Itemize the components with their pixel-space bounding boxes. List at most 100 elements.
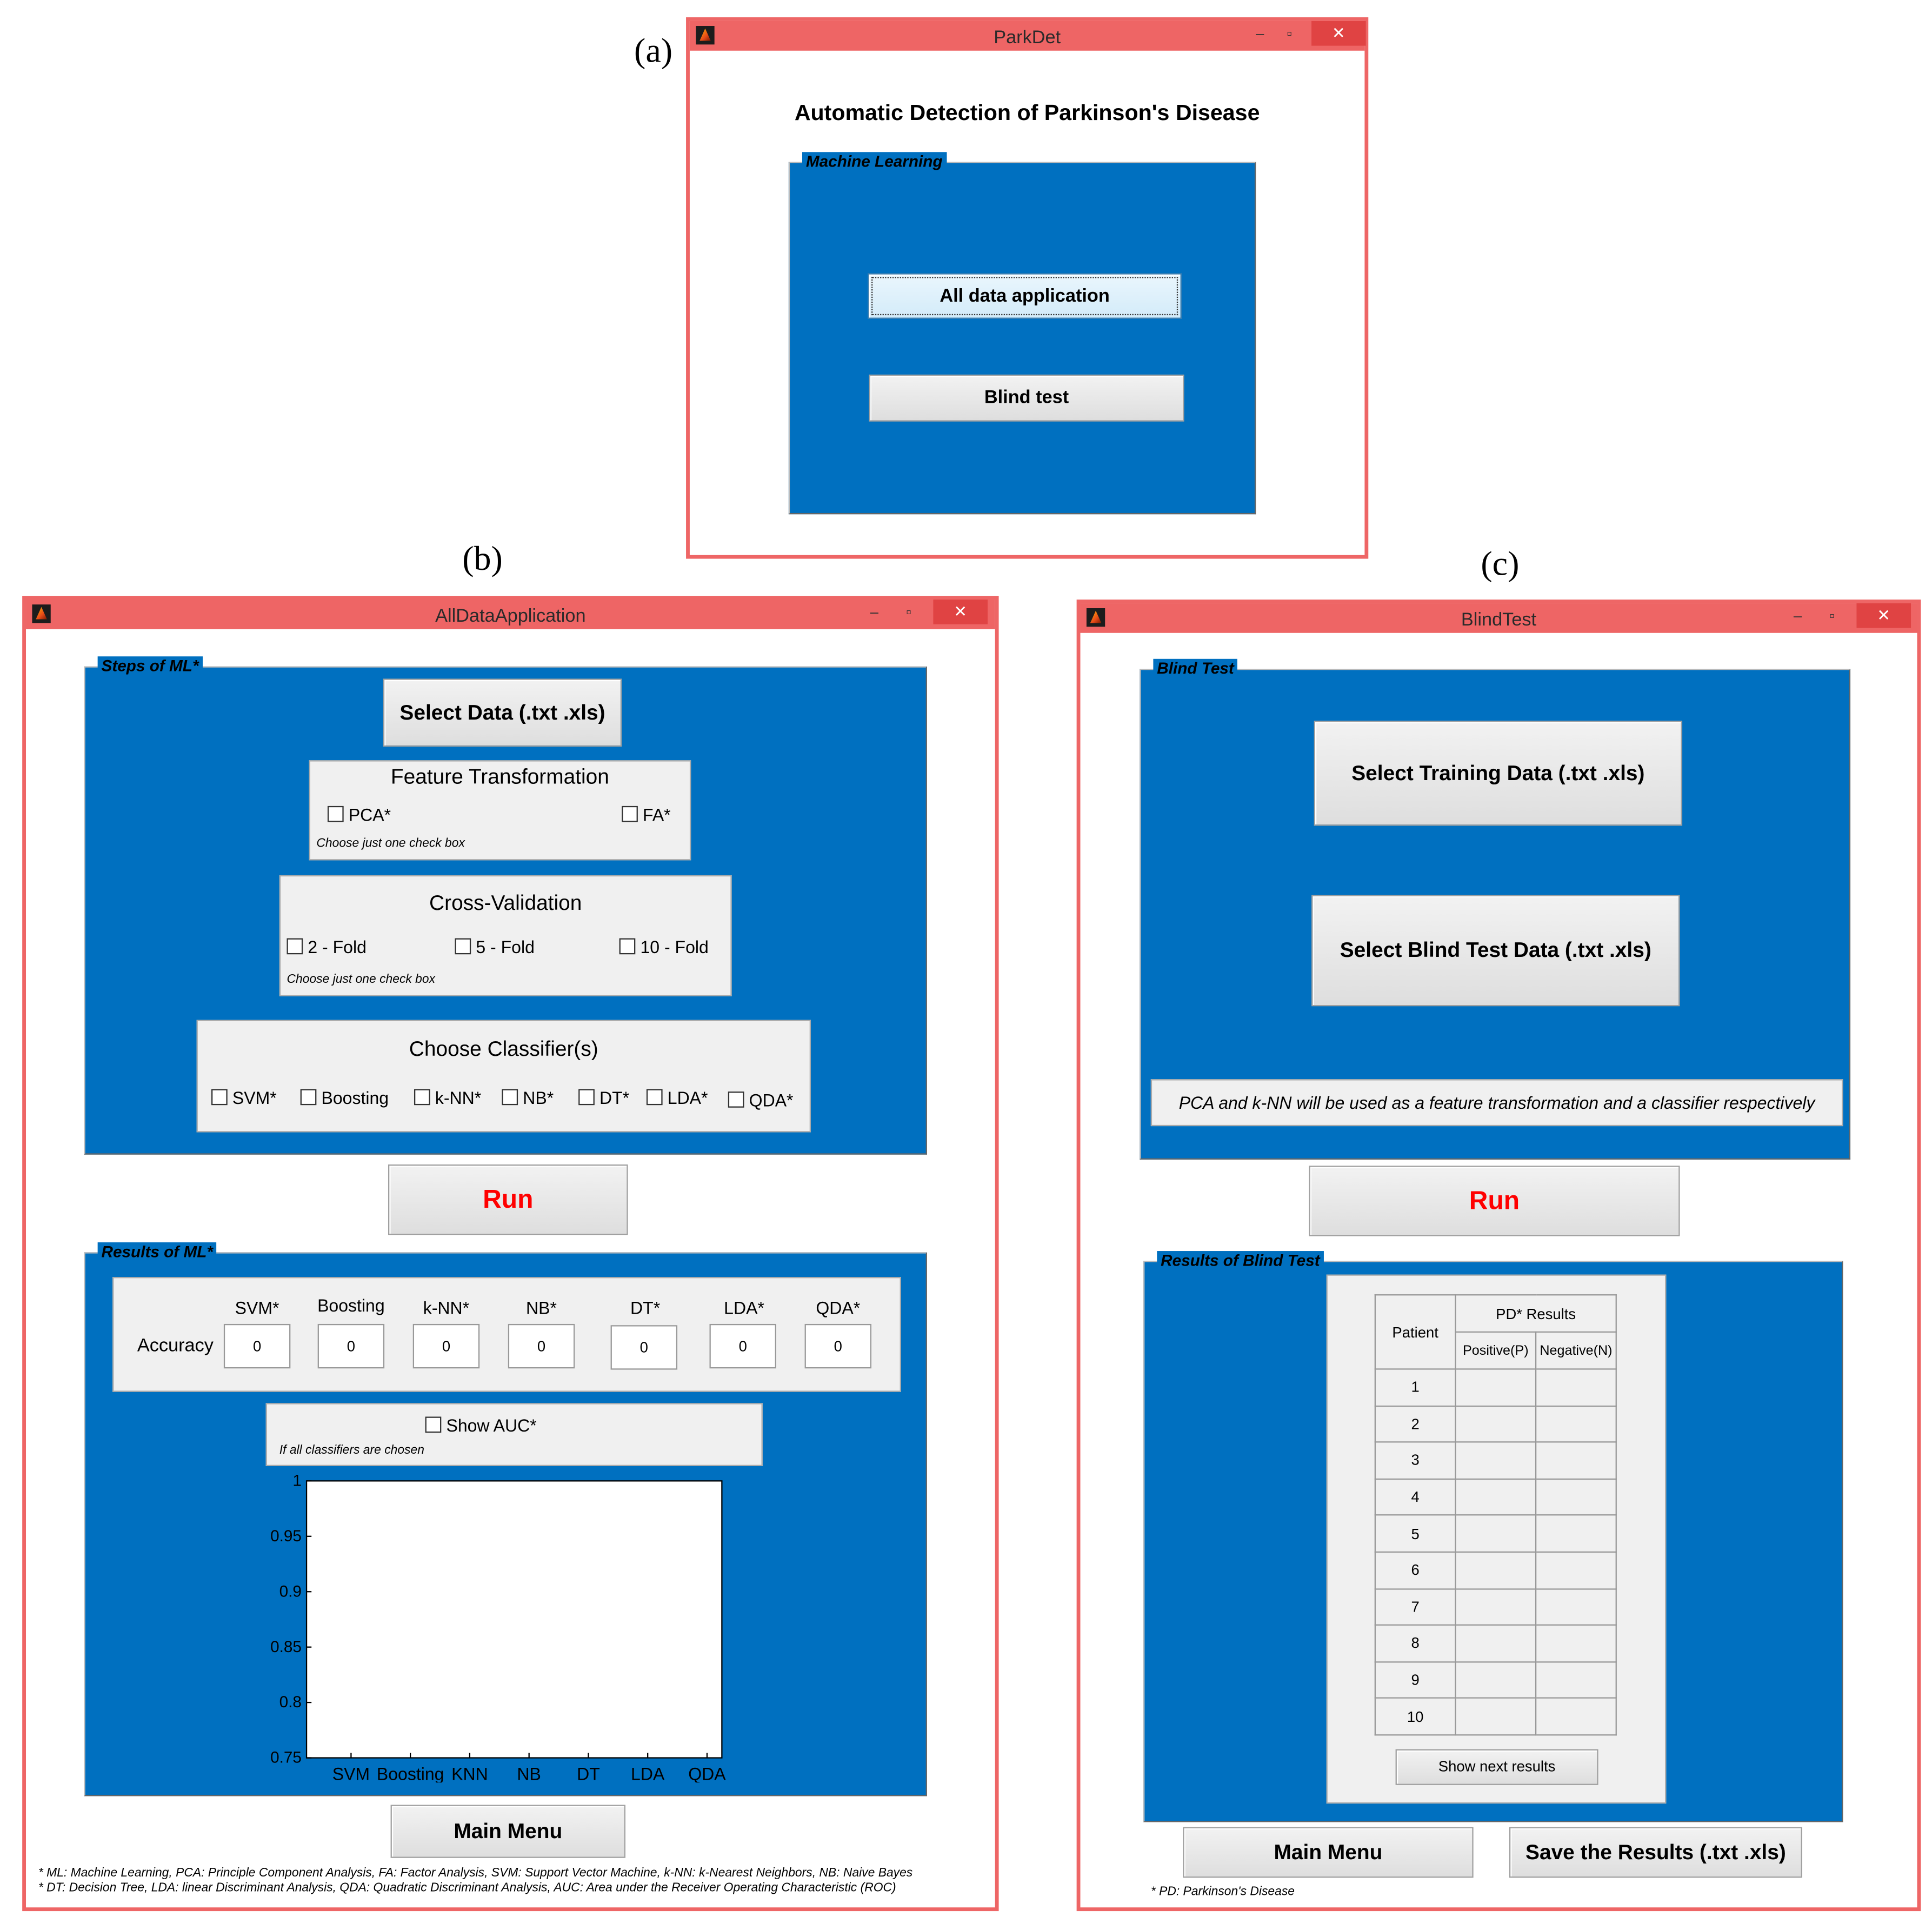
close-button[interactable]: ✕ [1856, 603, 1911, 628]
boosting-checkbox[interactable]: Boosting [301, 1088, 389, 1108]
blind-test-panel: Blind Test Select Training Data (.txt .x… [1140, 658, 1851, 1160]
acc-value-nb[interactable]: 0 [508, 1323, 575, 1369]
matlab-icon [696, 26, 715, 45]
panel-title: Machine Learning [802, 152, 947, 171]
y-tick-label: 1 [292, 1474, 302, 1490]
negative-cell [1535, 1441, 1617, 1480]
negative-cell [1535, 1368, 1617, 1407]
maximize-button[interactable]: ▫ [906, 603, 911, 621]
machine-learning-panel: Machine Learning All data application Bl… [788, 152, 1256, 515]
acc-header-dt: DT* [630, 1297, 661, 1318]
fa-checkbox[interactable]: FA* [622, 805, 671, 825]
minimize-button[interactable]: – [870, 603, 879, 621]
positive-cell [1455, 1624, 1537, 1662]
negative-cell [1535, 1405, 1617, 1443]
group-title: Feature Transformation [390, 765, 609, 789]
nb-checkbox[interactable]: NB* [502, 1088, 554, 1108]
positive-cell [1455, 1405, 1537, 1443]
results-table: Patient PD* Results Positive(P) Negative… [1374, 1294, 1617, 1736]
window-blindtest: BlindTest – ▫ ✕ Blind Test Select Traini… [1076, 600, 1921, 1912]
five-fold-checkbox[interactable]: 5 - Fold [455, 937, 535, 957]
all-data-application-button[interactable]: All data application [868, 273, 1182, 319]
group-note: Choose just one check box [316, 837, 465, 851]
negative-cell [1535, 1588, 1617, 1626]
results-of-ml-panel: Results of ML* Accuracy SVM* Boosting k-… [84, 1242, 927, 1796]
dt-checkbox[interactable]: DT* [578, 1088, 629, 1108]
x-tick-label: SVM [332, 1765, 370, 1783]
maximize-button[interactable]: ▫ [1287, 24, 1293, 42]
two-fold-checkbox[interactable]: 2 - Fold [287, 937, 367, 957]
table-row: 8 [1374, 1624, 1617, 1662]
patient-number: 1 [1374, 1368, 1456, 1407]
negative-cell [1535, 1514, 1617, 1553]
save-results-button[interactable]: Save the Results (.txt .xls) [1509, 1827, 1802, 1878]
steps-of-ml-panel: Steps of ML* Select Data (.txt .xls) Fea… [84, 656, 927, 1155]
ten-fold-checkbox[interactable]: 10 - Fold [619, 937, 708, 957]
y-tick-label: 0.75 [270, 1749, 302, 1767]
patient-number: 6 [1374, 1551, 1456, 1589]
panel-title: Results of Blind Test [1157, 1251, 1324, 1270]
show-auc-checkbox[interactable]: Show AUC* [425, 1415, 536, 1435]
acc-value-lda[interactable]: 0 [709, 1323, 776, 1369]
main-menu-button[interactable]: Main Menu [1183, 1827, 1474, 1878]
titlebar: BlindTest – ▫ ✕ [1080, 603, 1917, 633]
titlebar: AllDataApplication – ▫ ✕ [26, 600, 995, 629]
close-button[interactable]: ✕ [933, 600, 988, 624]
acc-value-knn[interactable]: 0 [412, 1323, 480, 1369]
table-row: 3 [1374, 1441, 1617, 1480]
maximize-button[interactable]: ▫ [1829, 607, 1835, 624]
minimize-button[interactable]: – [1793, 607, 1802, 624]
minimize-button[interactable]: – [1256, 24, 1264, 42]
panel-title: Blind Test [1153, 658, 1238, 678]
patient-number: 5 [1374, 1514, 1456, 1553]
run-button[interactable]: Run [1309, 1166, 1680, 1236]
negative-cell [1535, 1624, 1617, 1662]
group-title: Choose Classifier(s) [409, 1037, 598, 1061]
panel-title: Results of ML* [97, 1242, 217, 1261]
acc-value-dt[interactable]: 0 [610, 1325, 678, 1370]
window-title: BlindTest [1461, 609, 1537, 631]
acc-value-qda[interactable]: 0 [804, 1323, 872, 1369]
close-button[interactable]: ✕ [1311, 21, 1366, 46]
table-row: 1 [1374, 1368, 1617, 1407]
panel-title: Steps of ML* [97, 656, 203, 675]
footnote: * PD: Parkinson's Disease [1150, 1885, 1295, 1899]
negative-cell [1535, 1698, 1617, 1736]
x-tick-label: Boosting [377, 1765, 444, 1783]
qda-checkbox[interactable]: QDA* [728, 1090, 794, 1110]
main-menu-button[interactable]: Main Menu [390, 1805, 626, 1858]
auc-note: If all classifiers are chosen [279, 1443, 424, 1458]
select-training-data-button[interactable]: Select Training Data (.txt .xls) [1314, 721, 1683, 826]
run-button[interactable]: Run [388, 1164, 628, 1235]
positive-cell [1455, 1588, 1537, 1626]
positive-cell [1455, 1698, 1537, 1736]
pca-checkbox[interactable]: PCA* [328, 805, 391, 825]
lda-checkbox[interactable]: LDA* [647, 1088, 708, 1108]
table-row: 9 [1374, 1661, 1617, 1699]
select-blind-test-data-button[interactable]: Select Blind Test Data (.txt .xls) [1311, 895, 1680, 1007]
label-c: (c) [1481, 545, 1520, 584]
window-alldataapplication: AllDataApplication – ▫ ✕ Steps of ML* Se… [22, 596, 999, 1912]
positive-cell [1455, 1441, 1537, 1480]
results-of-blind-test-panel: Results of Blind Test Patient PD* Result… [1143, 1251, 1843, 1822]
svm-checkbox[interactable]: SVM* [211, 1088, 277, 1108]
patient-number: 7 [1374, 1588, 1456, 1626]
blind-test-button[interactable]: Blind test [869, 374, 1184, 422]
patient-number: 10 [1374, 1698, 1456, 1736]
x-tick-label: KNN [451, 1765, 488, 1783]
acc-header-nb: NB* [526, 1297, 557, 1318]
table-row: 2 [1374, 1405, 1617, 1443]
y-tick-label: 0.9 [279, 1582, 302, 1600]
x-tick-label: QDA [688, 1765, 726, 1783]
acc-value-svm[interactable]: 0 [223, 1323, 291, 1369]
y-tick-label: 0.85 [270, 1638, 302, 1656]
table-row: 6 [1374, 1551, 1617, 1589]
select-data-button[interactable]: Select Data (.txt .xls) [383, 678, 622, 747]
knn-checkbox[interactable]: k-NN* [414, 1088, 481, 1108]
table-row: 10 [1374, 1698, 1617, 1736]
show-next-results-button[interactable]: Show next results [1395, 1749, 1598, 1785]
acc-value-boosting[interactable]: 0 [317, 1323, 385, 1369]
col-pd-results: PD* Results [1455, 1294, 1617, 1333]
feature-transformation-group: Feature Transformation PCA* FA* Choose j… [309, 760, 691, 861]
